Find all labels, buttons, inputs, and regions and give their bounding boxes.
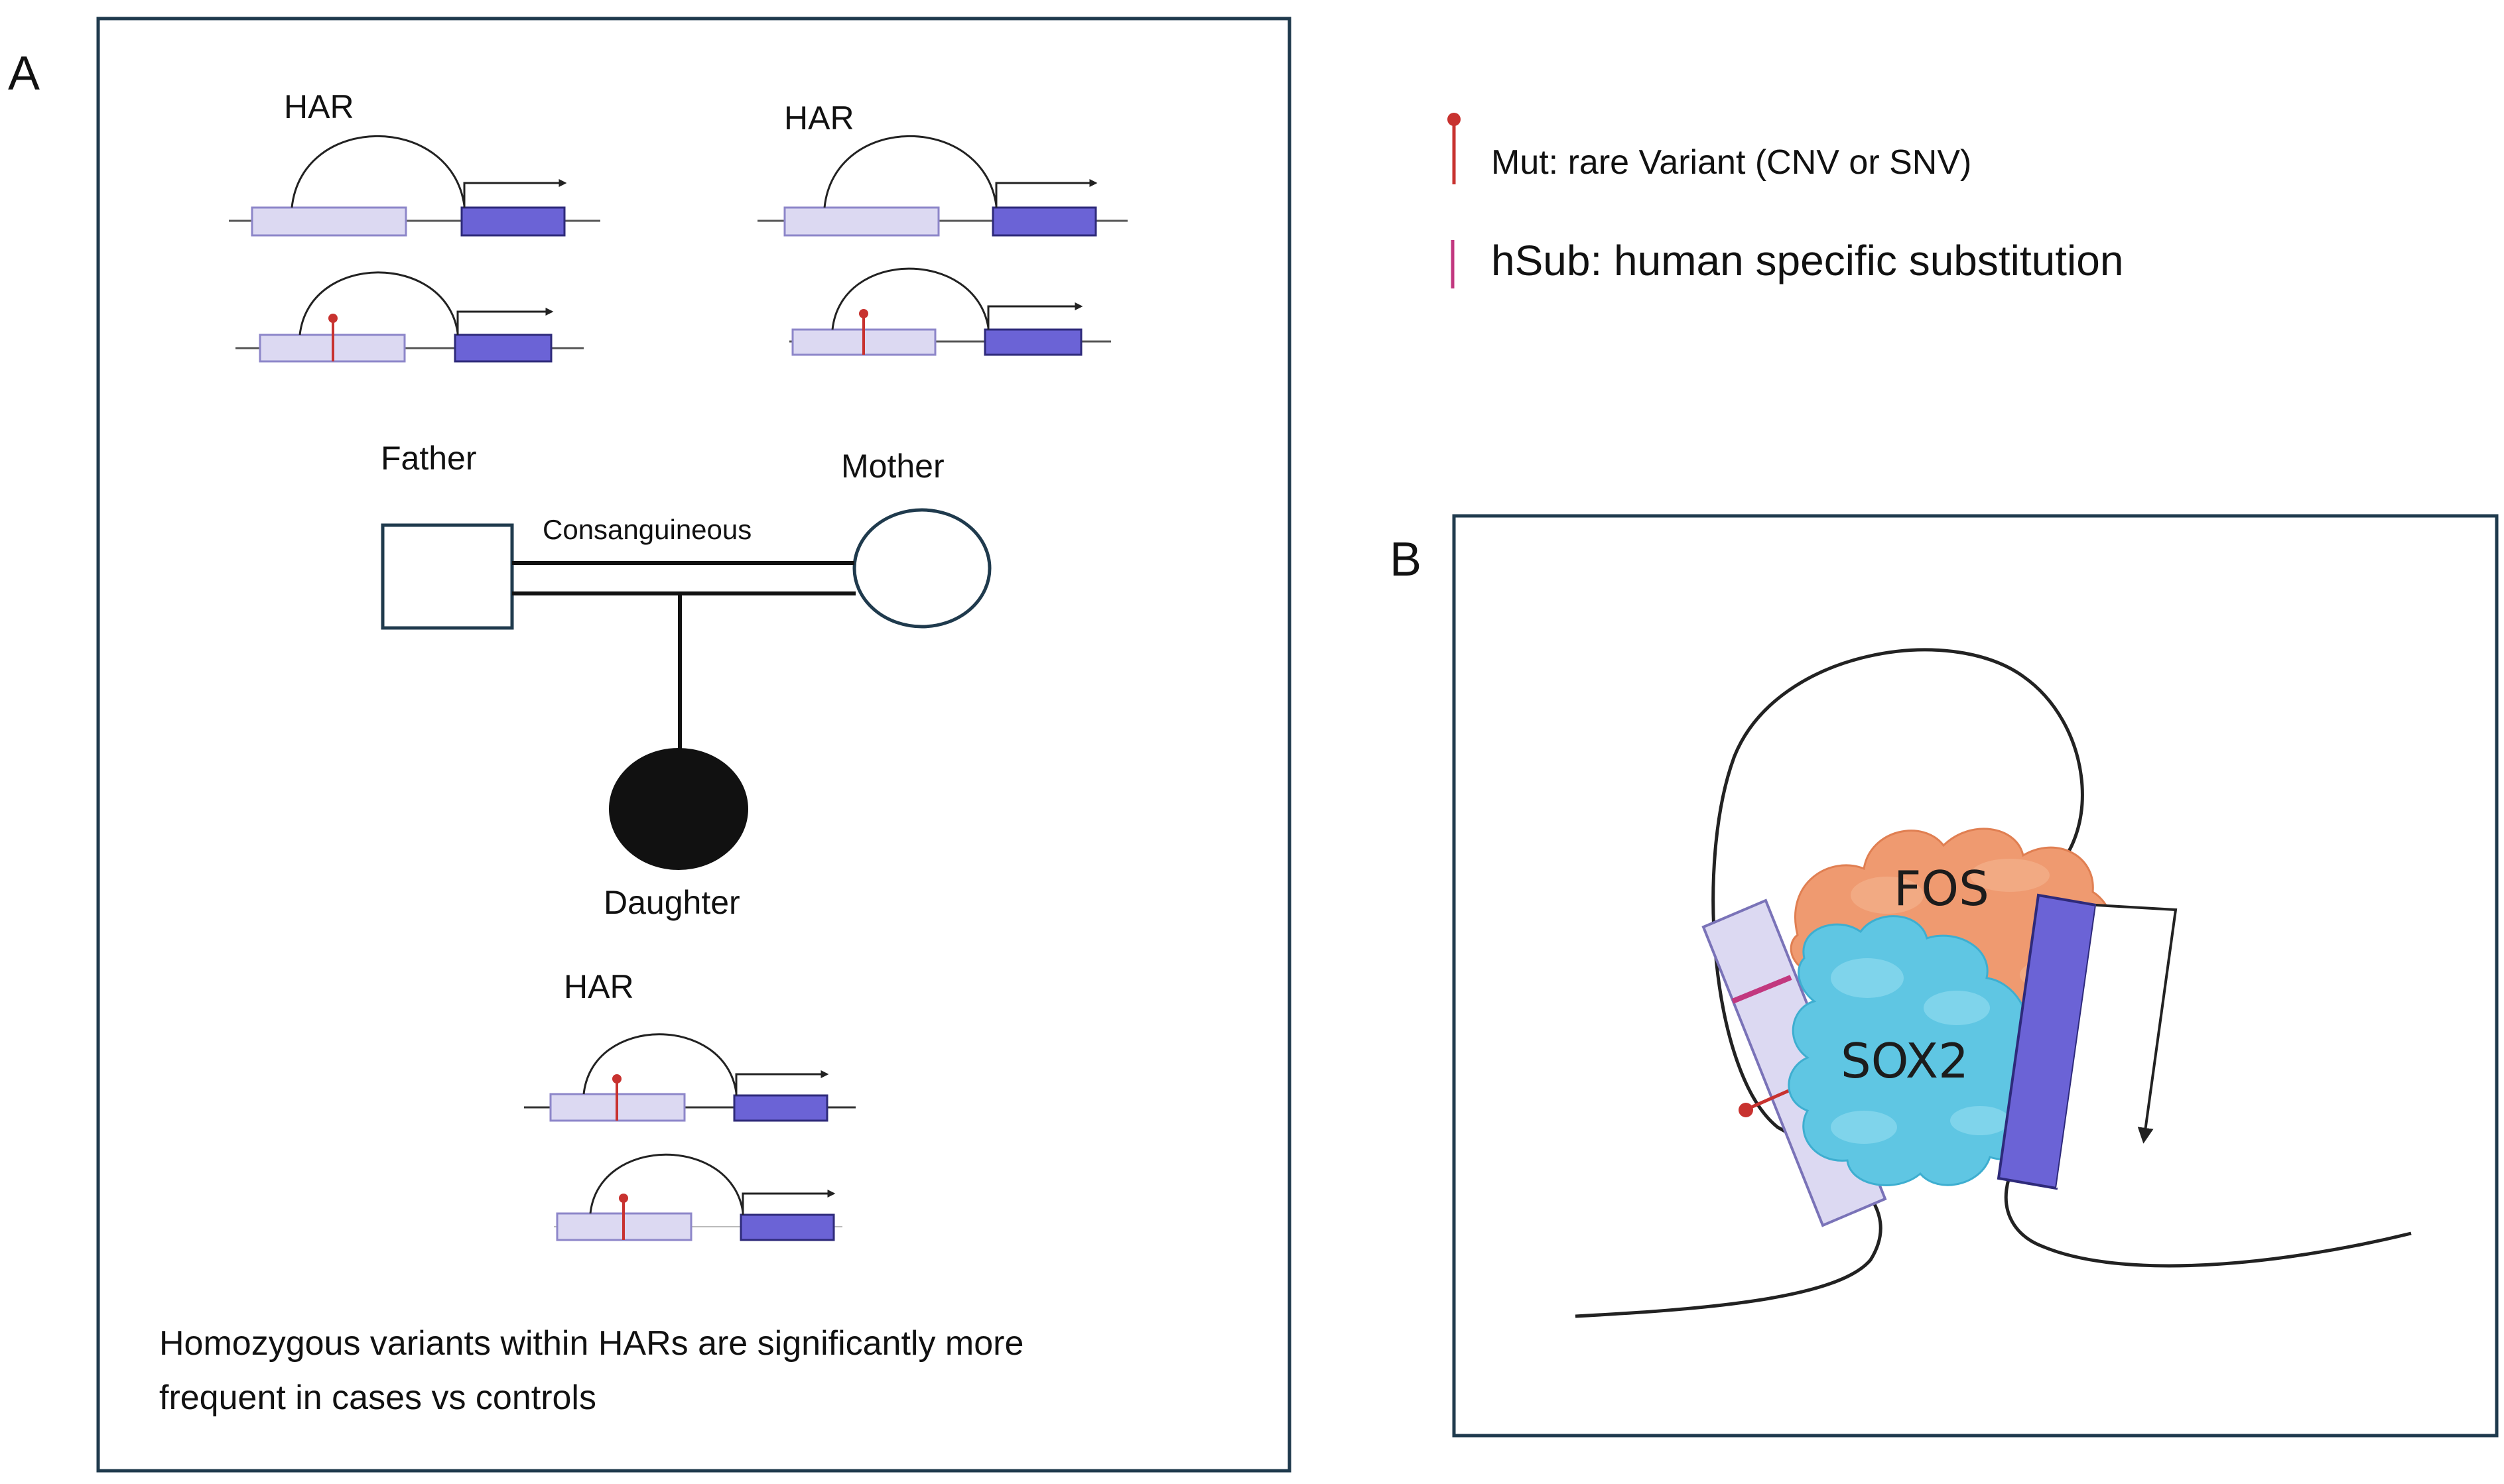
daughter-label: Daughter: [604, 884, 740, 921]
har-schematic-daughter-allele-2: [554, 1153, 842, 1241]
sox2-protein: SOX2: [1788, 915, 2054, 1186]
legend: Mut: rare Variant (CNV or SNV) hSub: hum…: [1447, 113, 2123, 288]
enhancer-box: [783, 206, 940, 237]
fos-label: FOS: [1894, 861, 1989, 916]
tss-arrow: [463, 179, 567, 208]
har-schematic-top-right-reference: [758, 135, 1128, 237]
panel-a-letter: A: [8, 47, 40, 100]
gene-box: [460, 206, 566, 237]
daughter-filled-circle: [609, 748, 748, 870]
enhancer-loop: [823, 135, 998, 208]
mutation-marker-head: [1739, 1103, 1753, 1117]
gene-box: [984, 328, 1083, 356]
har-label-daughter: HAR: [564, 968, 634, 1005]
gene-box: [454, 334, 553, 363]
har-schematic-top-left-variant: [235, 271, 584, 363]
consanguineous-label: Consanguineous: [543, 514, 752, 545]
mutation-marker-head: [328, 314, 338, 323]
caption-line-1: Homozygous variants within HARs are sign…: [159, 1324, 1023, 1363]
mut-legend-marker-head: [1447, 113, 1461, 126]
enhancer-loop: [589, 1153, 744, 1214]
tss-arrow: [735, 1070, 829, 1095]
tss-arrow: [742, 1190, 836, 1215]
panel-a-frame: [96, 17, 1291, 1473]
har-schematic-daughter-allele-1: [524, 1033, 856, 1122]
har-schematic-top-left-reference: [229, 135, 600, 237]
panel-b-frame: [1452, 514, 2499, 1438]
sox2-label: SOX2: [1841, 1033, 1969, 1089]
tss-arrow: [456, 308, 554, 335]
panel-b-letter: B: [1390, 533, 1421, 586]
tss-arrow: [995, 179, 1098, 208]
enhancer-box: [251, 206, 407, 237]
enhancer-loop: [582, 1033, 738, 1095]
enhancer-loop: [298, 271, 459, 336]
father-label: Father: [381, 440, 477, 477]
har-label-top-left: HAR: [284, 88, 354, 125]
gene-bar: [1997, 893, 2176, 1190]
har-label-top-right: HAR: [784, 99, 854, 137]
tss-arrow: [987, 302, 1083, 330]
mother-label: Mother: [841, 448, 945, 485]
mother-circle: [852, 508, 992, 629]
har-schematic-top-right-variant: [789, 267, 1111, 356]
gene-box: [733, 1094, 828, 1122]
hsub-legend-label: hSub: human specific substitution: [1491, 237, 2123, 284]
enhancer-loop: [291, 135, 466, 208]
mut-legend-label: Mut: rare Variant (CNV or SNV): [1491, 143, 1971, 182]
hsub-marker: [1731, 975, 1792, 1004]
enhancer-loop: [831, 267, 990, 330]
gene-box: [740, 1213, 835, 1241]
father-square: [381, 523, 514, 630]
gene-box: [992, 206, 1097, 237]
mutation-marker-head: [859, 309, 868, 318]
mutation-marker-head: [619, 1194, 628, 1203]
mutation-marker-head: [612, 1074, 622, 1083]
tss-arrow-panel-b: [2095, 904, 2178, 1144]
caption-line-2: frequent in cases vs controls: [159, 1379, 596, 1417]
